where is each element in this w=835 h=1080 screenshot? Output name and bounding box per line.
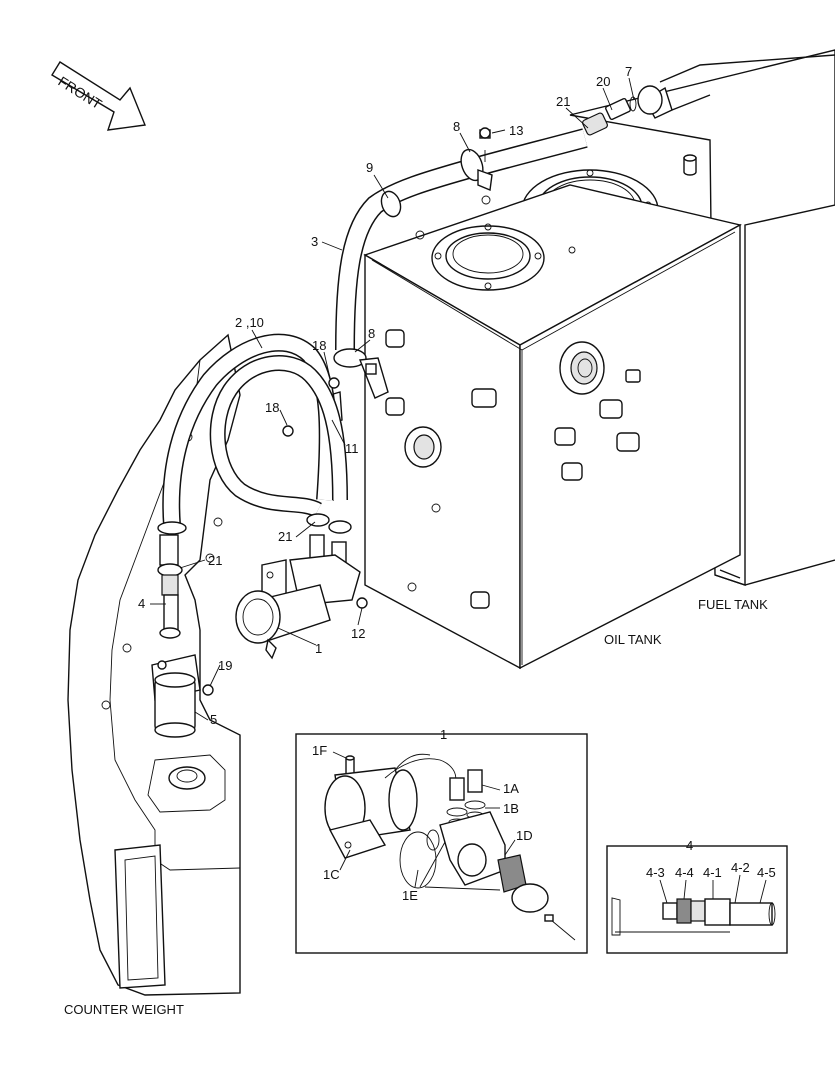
detail-4-title: 4: [686, 838, 693, 853]
detail-1-leaders: [332, 751, 516, 891]
part-4-2: 4-2: [731, 860, 750, 875]
part-1D: 1D: [516, 828, 533, 843]
hose-2-10: [157, 333, 348, 535]
callout-13: 13: [509, 123, 523, 138]
callout-7: 7: [625, 64, 632, 79]
callout-leaders: [150, 77, 635, 721]
part-4-3: 4-3: [646, 865, 665, 880]
callout-21-top: 21: [556, 94, 570, 109]
callout-1: 1: [315, 641, 322, 656]
part-1C: 1C: [323, 867, 340, 882]
detail-1-labels: 1F 1A 1B 1D 1C 1E: [312, 743, 533, 903]
detail-box-1: 1: [295, 727, 588, 954]
callout-5: 5: [210, 712, 217, 727]
part-5-bracket: [151, 654, 214, 738]
part-4-1: 4-1: [703, 865, 722, 880]
part-4-5: 4-5: [757, 865, 776, 880]
callout-9: 9: [366, 160, 373, 175]
part-1B: 1B: [503, 801, 519, 816]
counter-weight-label: COUNTER WEIGHT: [64, 1002, 184, 1017]
callout-numbers: 20 7 21 8 13 9 3 2 ,10 8 18 18 11 21 21 …: [138, 64, 632, 727]
part-1A: 1A: [503, 781, 519, 796]
callout-3: 3: [311, 234, 318, 249]
front-arrow: FRONT: [51, 61, 146, 131]
callout-18-top: 18: [312, 338, 326, 353]
top-elbow-fitting: [637, 54, 835, 119]
callout-21-left: 21: [208, 553, 222, 568]
hose-3: [335, 128, 588, 351]
fitting-assembly-4: [157, 534, 183, 639]
callout-20: 20: [596, 74, 610, 89]
bolts: [282, 127, 491, 437]
part-1E: 1E: [402, 888, 418, 903]
callout-12: 12: [351, 626, 365, 641]
detail-4-labels: 4-3 4-4 4-1 4-2 4-5: [646, 860, 776, 880]
fuel-tank-label: FUEL TANK: [698, 597, 768, 612]
callout-8-top: 8: [453, 119, 460, 134]
callout-11: 11: [345, 441, 359, 456]
callout-21-mid: 21: [278, 529, 292, 544]
callout-19: 19: [218, 658, 232, 673]
callout-18-mid: 18: [265, 400, 279, 415]
filter-assembly-1: [235, 534, 368, 660]
detail-1-title: 1: [440, 727, 447, 742]
detail-box-4: 4: [606, 838, 788, 954]
callout-4: 4: [138, 596, 145, 611]
part-1F: 1F: [312, 743, 327, 758]
oil-tank: [363, 184, 742, 670]
oil-tank-label: OIL TANK: [604, 632, 662, 647]
hose-clamps-21: [306, 513, 352, 534]
detail-4-leaders: [659, 874, 767, 904]
callout-2-10: 2 ,10: [235, 315, 264, 330]
callout-8-mid: 8: [368, 326, 375, 341]
part-4-4: 4-4: [675, 865, 694, 880]
